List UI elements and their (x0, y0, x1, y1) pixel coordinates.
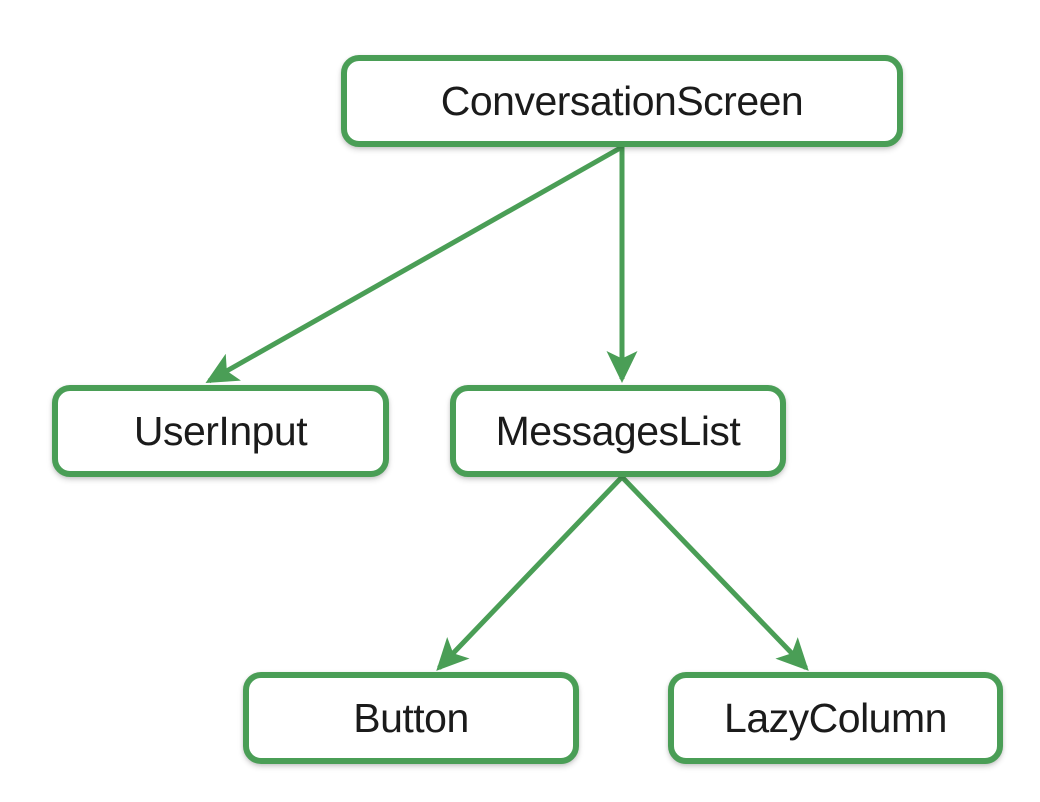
node-conversationscreen[interactable]: ConversationScreen (341, 55, 903, 147)
node-button[interactable]: Button (243, 672, 579, 764)
edge-conversationscreen-to-userinput (205, 144, 624, 384)
edge-messageslist-to-button (436, 475, 624, 671)
node-lazycolumn[interactable]: LazyColumn (668, 672, 1003, 764)
edge-messageslist-to-lazycolumn (620, 475, 809, 671)
node-messageslist[interactable]: MessagesList (450, 385, 786, 477)
node-userinput[interactable]: UserInput (52, 385, 389, 477)
node-label: MessagesList (495, 407, 741, 454)
node-label: ConversationScreen (440, 77, 804, 124)
node-label: Button (353, 694, 469, 741)
node-label: UserInput (133, 407, 308, 454)
node-label: LazyColumn (724, 694, 947, 741)
